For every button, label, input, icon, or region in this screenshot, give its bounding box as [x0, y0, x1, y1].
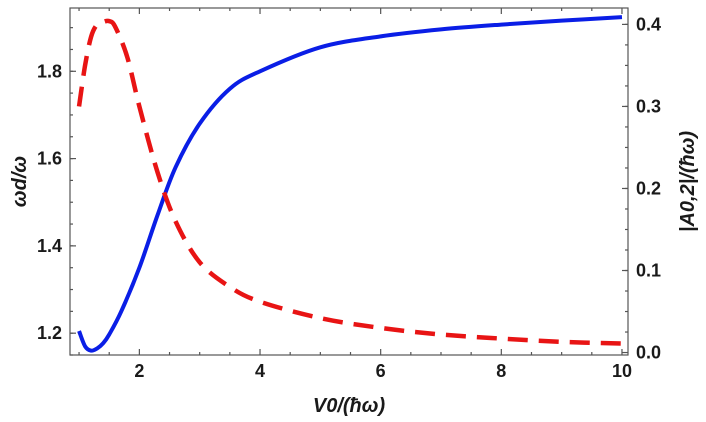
y-left-tick-label: 1.2	[37, 323, 62, 343]
y-right-tick-label: 0.2	[636, 178, 661, 198]
y-right-tick-label: 0.0	[636, 343, 661, 363]
y-left-tick-label: 1.4	[37, 236, 62, 256]
y-axis-left-label: ωd/ω	[9, 156, 31, 207]
x-axis-label: V0/(ħω)	[313, 395, 386, 417]
x-tick-label: 2	[134, 361, 144, 381]
y-axis-right-label: |A0,2|/(ħω)	[677, 131, 699, 233]
x-tick-label: 8	[496, 361, 506, 381]
series-line-omega-d	[77, 15, 623, 353]
x-tick-label: 4	[255, 361, 265, 381]
x-tick-label: 10	[612, 361, 632, 381]
plot-frame	[69, 7, 629, 356]
axes: 2 4 6 8 10 1.2 1.4 1.6 1.8 0.0 0.1 0.2 0.3 0.4	[37, 7, 661, 381]
x-tick-label: 6	[376, 361, 386, 381]
y-left-tick-label: 1.8	[37, 61, 62, 81]
y-left-tick-label: 1.6	[37, 149, 62, 169]
series-line-amplitude	[76, 18, 623, 346]
plot-area	[76, 15, 623, 353]
y-right-tick-label: 0.1	[636, 261, 661, 281]
y-right-tick-label: 0.3	[636, 96, 661, 116]
y-right-tick-label: 0.4	[636, 14, 661, 34]
